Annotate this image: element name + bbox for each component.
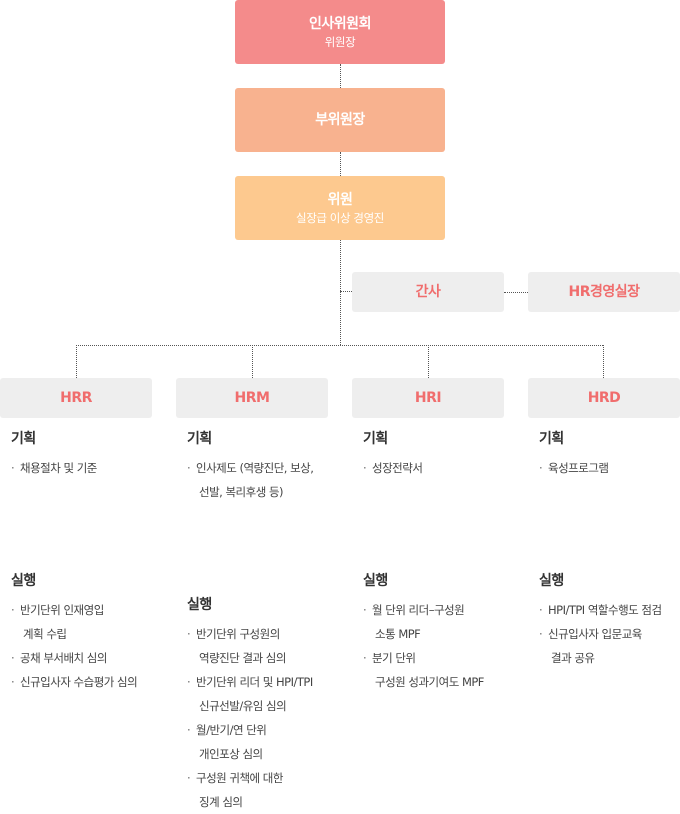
list-item-text: 결과 공유 [551, 651, 595, 665]
bullet-icon: · [11, 461, 15, 475]
connector-vice-member [340, 152, 341, 176]
list-item-text: 반기단위 구성원의 [196, 627, 280, 641]
section-spacer [352, 480, 527, 572]
list-item-text: 반기단위 리더 및 HPI/TPI [196, 675, 313, 689]
list-item-text: 월/반기/연 단위 [196, 723, 267, 737]
execution-heading: 실행 [11, 573, 36, 589]
committee-title: 인사위원회 [309, 15, 371, 32]
team-label: HRD [587, 389, 621, 406]
bullet-icon: · [187, 771, 191, 785]
connector-hrm [252, 345, 253, 378]
execution-heading: 실행 [187, 597, 212, 613]
connector-hri [428, 345, 429, 378]
list-item-text: 반기단위 인재영입 [20, 603, 104, 617]
list-item: · 채용절차 및 기준 [0, 456, 175, 480]
list-item-text: 징계 심의 [199, 795, 243, 809]
column-hrm: 기획 · 인사제도 (역량진단, 보상, 선발, 복리후생 등) 실행 · 반기단위 구성원… [176, 430, 351, 814]
connector-hrd [603, 345, 604, 378]
list-item-text: 선발, 복리후생 등) [199, 485, 284, 499]
plan-heading: 기획 [11, 431, 36, 447]
plan-heading: 기획 [363, 431, 388, 447]
section-spacer [176, 504, 351, 596]
team-label: HRI [414, 389, 442, 406]
secretary-label: 간사 [415, 283, 441, 300]
team-label: HRR [60, 389, 92, 406]
list-item: · 인사제도 (역량진단, 보상, 선발, 복리후생 등) [176, 456, 351, 504]
section-spacer [528, 480, 680, 572]
section-spacer [0, 480, 175, 572]
connector-member-trunk [340, 240, 341, 345]
hr-head-box: HR경영실장 [528, 272, 680, 312]
list-item-text: 구성원 귀책에 대한 [196, 771, 283, 785]
list-item-text: HPI/TPI 역할수행도 점검 [548, 603, 662, 617]
connector-committee-vice [340, 64, 341, 88]
bullet-icon: · [11, 675, 15, 689]
bullet-icon: · [187, 675, 191, 689]
bullet-icon: · [363, 603, 367, 617]
bullet-icon: · [11, 603, 15, 617]
team-box-hri: HRI [352, 378, 504, 418]
list-item-text: 소통 MPF [375, 627, 421, 641]
plan-heading: 기획 [539, 431, 564, 447]
bullet-icon: · [539, 627, 543, 641]
list-item-text: 계획 수립 [23, 627, 67, 641]
connector-secretary-hrhead [504, 292, 528, 293]
list-item-text: 채용절차 및 기준 [20, 461, 97, 475]
hr-head-label: HR경영실장 [568, 283, 640, 300]
list-item-text: 신규입사자 수습평가 심의 [20, 675, 138, 689]
execution-heading: 실행 [363, 573, 388, 589]
bullet-icon: · [187, 723, 191, 737]
connector-team-bar [76, 345, 603, 346]
list-item: · 반기단위 리더 및 HPI/TPI 신규선발/유임 심의 [176, 670, 351, 718]
list-item: · 육성프로그램 [528, 456, 680, 480]
bullet-icon: · [11, 651, 15, 665]
list-item: · 신규입사자 수습평가 심의 [0, 670, 175, 694]
list-item: · HPI/TPI 역할수행도 점검 [528, 598, 680, 622]
list-item-text: 월 단위 리더–구성원 [372, 603, 465, 617]
team-box-hrm: HRM [176, 378, 328, 418]
list-item: · 성장전략서 [352, 456, 527, 480]
list-item-text: 성장전략서 [372, 461, 423, 475]
plan-heading: 기획 [187, 431, 212, 447]
list-item-text: 공채 부서배치 심의 [20, 651, 107, 665]
bullet-icon: · [363, 651, 367, 665]
member-title: 위원 [327, 191, 353, 208]
list-item-text: 신규선발/유임 심의 [199, 699, 287, 713]
list-item-text: 육성프로그램 [548, 461, 609, 475]
list-item-text: 신규입사자 입문교육 [548, 627, 642, 641]
member-sub: 실장급 이상 경영진 [296, 210, 384, 225]
bullet-icon: · [363, 461, 367, 475]
team-label: HRM [234, 389, 270, 406]
team-box-hrd: HRD [528, 378, 680, 418]
bullet-icon: · [539, 461, 543, 475]
execution-heading: 실행 [539, 573, 564, 589]
vice-box: 부위원장 [235, 88, 445, 152]
member-box: 위원 실장급 이상 경영진 [235, 176, 445, 240]
connector-hrr [76, 345, 77, 378]
list-item-text: 구성원 성과기여도 MPF [375, 675, 484, 689]
list-item-text: 인사제도 (역량진단, 보상, [196, 461, 314, 475]
committee-sub: 위원장 [324, 34, 356, 49]
bullet-icon: · [187, 627, 191, 641]
team-box-hrr: HRR [0, 378, 152, 418]
bullet-icon: · [187, 461, 191, 475]
secretary-box: 간사 [352, 272, 504, 312]
committee-box: 인사위원회 위원장 [235, 0, 445, 64]
connector-trunk-secretary [340, 291, 352, 292]
list-item-text: 역량진단 결과 심의 [199, 651, 286, 665]
vice-title: 부위원장 [315, 111, 365, 128]
bullet-icon: · [539, 603, 543, 617]
list-item-text: 분기 단위 [372, 651, 416, 665]
list-item: · 공채 부서배치 심의 [0, 646, 175, 670]
